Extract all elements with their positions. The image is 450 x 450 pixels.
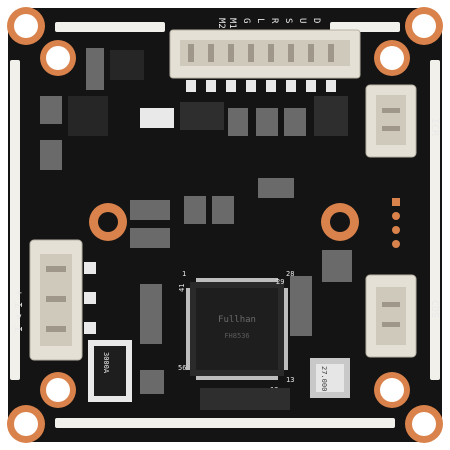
main-chip: Fullhan FH8536 1 41 28 29 56 13 12 [178, 270, 294, 394]
mounting-hole-mid-right [321, 203, 359, 241]
chip-pin-42: 41 [178, 284, 186, 292]
pin-label-l: L [255, 18, 265, 23]
pin-label-s: S [283, 18, 293, 23]
mounting-hole-inner-br [374, 372, 410, 408]
mounting-hole-inner-tr [374, 40, 410, 76]
mounting-hole-bottom-left [7, 405, 45, 443]
left-connector-label: I < I + [14, 290, 25, 332]
mounting-hole-mid-left [89, 203, 127, 241]
mounting-hole-inner-tl [40, 40, 76, 76]
chip-pin-29: 29 [276, 278, 284, 286]
mounting-holes [7, 7, 443, 443]
pin-label-r: R [269, 18, 279, 24]
left-connector: I < I + [14, 239, 96, 361]
chip-pin-13: 13 [286, 376, 294, 384]
chip-brand: Fullhan [218, 315, 256, 325]
mounting-hole-bottom-right [405, 405, 443, 443]
pin-label-d: D [311, 18, 321, 23]
chip-pin-56: 56 [178, 364, 186, 372]
pin-label-u: U [297, 18, 307, 23]
crystal-text: 27.000 [320, 366, 328, 391]
right-bottom-connector: CDS [365, 274, 440, 358]
mounting-hole-top-right [405, 7, 443, 45]
pin-label-m1: M1 [227, 18, 237, 29]
pin-label-m2: M2 [216, 18, 226, 29]
mounting-hole-top-left [7, 7, 45, 45]
right-top-connector: ICR [365, 84, 440, 158]
top-connector [169, 29, 361, 92]
crystal: 27.000 [310, 358, 350, 398]
chip-pin-1: 1 [182, 270, 186, 278]
regulator: 3000A [88, 340, 132, 402]
top-pin-labels: M2 M1 G L R S U D [216, 18, 321, 29]
icr-label: ICR [429, 118, 440, 137]
passive-components [40, 48, 352, 410]
mounting-hole-inner-bl [40, 372, 76, 408]
pin-label-g: G [241, 18, 251, 23]
chip-model: FH8536 [224, 332, 249, 340]
chip-pin-28: 28 [286, 270, 294, 278]
regulator-text: 3000A [102, 352, 110, 374]
test-pads [392, 198, 400, 248]
cds-label: CDS [429, 300, 440, 318]
